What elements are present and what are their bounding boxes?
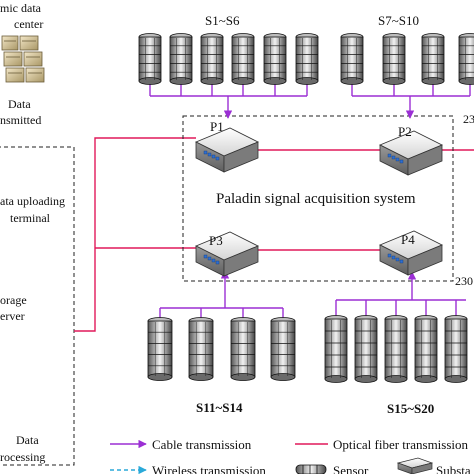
system-label: Paladin signal acquisition system <box>216 191 416 207</box>
sensor-icon <box>169 33 193 85</box>
uploading-terminal-label-1: ata uploading <box>0 194 65 208</box>
legend-wireless: Wireless transmission <box>110 463 266 474</box>
sensor-icon <box>263 33 287 85</box>
legend-fiber-label: Optical fiber transmission <box>333 437 469 452</box>
edge-label-top-right: 23 <box>463 112 474 126</box>
sensor-icon <box>200 33 224 85</box>
data-center-label-1: mic data <box>0 1 42 15</box>
sensor-icon <box>414 315 438 383</box>
sensor-icon <box>340 33 364 85</box>
substation-layer <box>195 127 443 277</box>
data-processing-label-1: Data <box>16 433 39 447</box>
sensor-icon <box>444 315 468 383</box>
left-dashed-box <box>0 146 75 466</box>
sensor-icon <box>458 33 474 85</box>
legend-fiber: Optical fiber transmission <box>295 437 469 452</box>
substation-icon <box>195 231 259 277</box>
edge-label-bottom-right: 230 <box>455 274 473 288</box>
substation-icon <box>379 230 443 276</box>
legend-cable: Cable transmission <box>110 437 252 452</box>
substation-icon <box>379 130 443 176</box>
sensor-layer <box>138 33 474 383</box>
sensor-icon <box>382 33 406 85</box>
legend-sensor-label: Sensor <box>333 463 369 474</box>
sensor-icon <box>384 315 408 383</box>
group-label-s7-s10: S7~S10 <box>378 13 419 28</box>
group-label-s15-s20: S15~S20 <box>387 401 434 416</box>
sensor-icon <box>231 33 255 85</box>
node-label-p1: P1 <box>210 119 224 134</box>
node-label-p4: P4 <box>401 232 415 247</box>
data-transmitted-label-2: nsmitted <box>0 113 41 127</box>
sensor-icon <box>354 315 378 383</box>
group-label-s1-s6: S1~S6 <box>205 13 240 28</box>
sensor-icon <box>188 317 214 381</box>
uploading-terminal-label-2: terminal <box>10 211 51 225</box>
data-center-label-2: center <box>14 17 43 31</box>
legend-sensor: Sensor <box>295 463 369 474</box>
substation-icon <box>195 127 259 173</box>
sensor-icon <box>270 317 296 381</box>
legend-substation: Substa <box>396 457 471 474</box>
sensor-icon <box>421 33 445 85</box>
data-center-icon <box>1 35 45 83</box>
sensor-icon <box>147 317 173 381</box>
group-label-s11-s14: S11~S14 <box>196 400 243 415</box>
cable-lines <box>149 84 471 318</box>
legend-cable-label: Cable transmission <box>152 437 252 452</box>
legend: Cable transmission Optical fiber transmi… <box>110 437 471 474</box>
data-transmitted-label-1: Data <box>8 97 31 111</box>
sensor-icon <box>295 33 319 85</box>
fiber-lines <box>74 137 474 332</box>
storage-server-label-2: erver <box>0 309 25 323</box>
legend-substation-label: Substa <box>436 463 471 474</box>
sensor-icon <box>138 33 162 85</box>
storage-server-label-1: orage <box>0 293 27 307</box>
system-dashed-box <box>182 115 454 282</box>
node-label-p2: P2 <box>398 124 412 139</box>
sensor-icon <box>295 464 327 474</box>
substation-icon <box>396 457 434 474</box>
node-label-p3: P3 <box>209 233 223 248</box>
sensor-icon <box>230 317 256 381</box>
sensor-icon <box>324 315 348 383</box>
legend-wireless-label: Wireless transmission <box>152 463 266 474</box>
data-processing-label-2: rocessing <box>0 450 45 464</box>
